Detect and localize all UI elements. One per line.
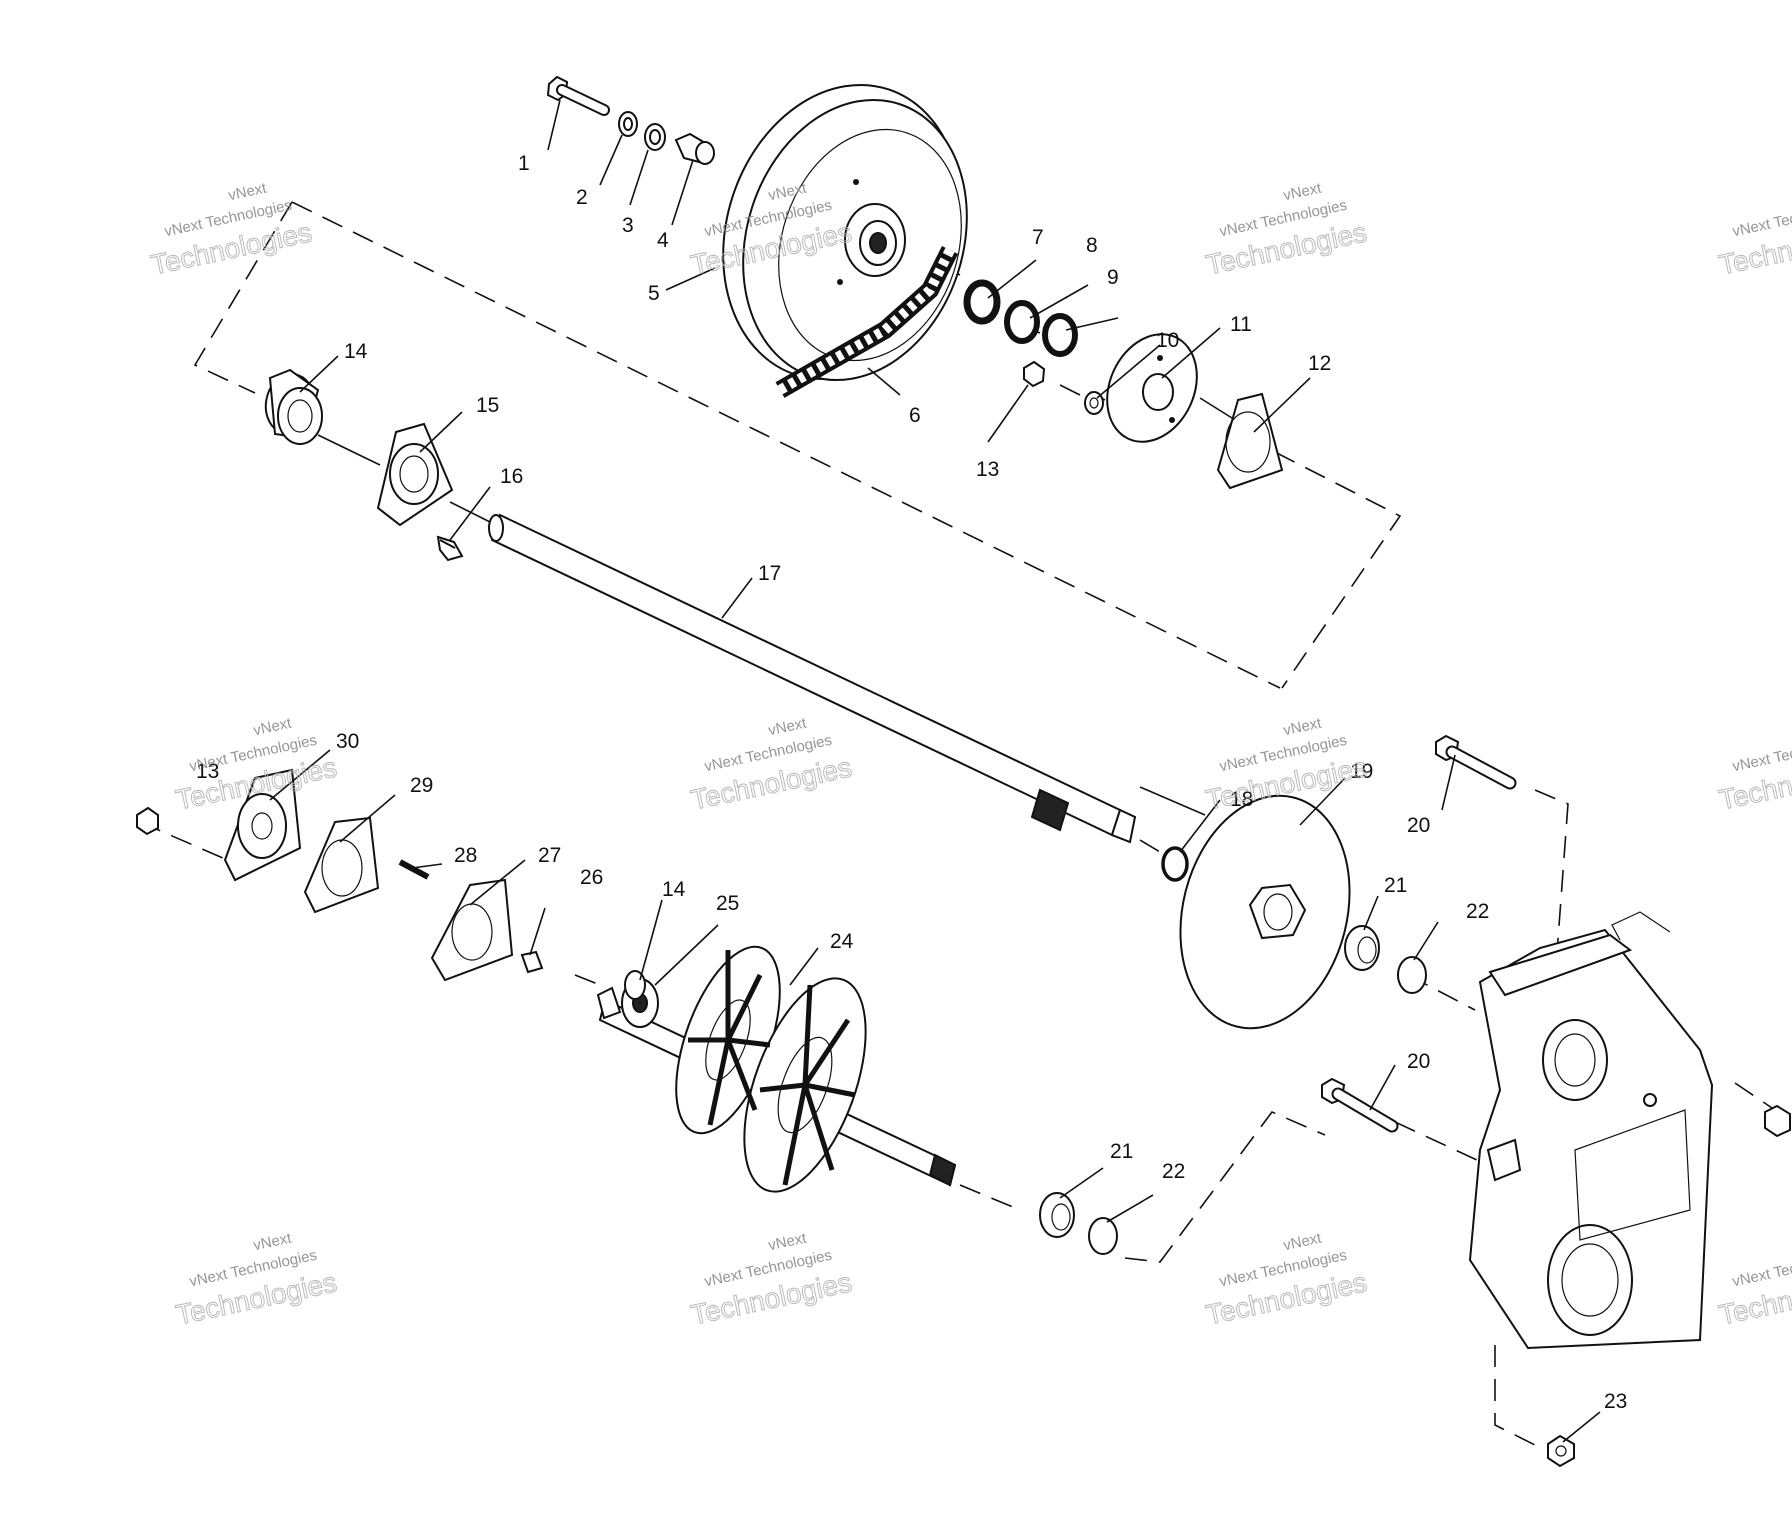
- callout-28: 28: [454, 844, 477, 867]
- part-bolt-16: [436, 535, 464, 562]
- part-plate-11: [1106, 333, 1198, 443]
- callout-10: 10: [1156, 329, 1179, 352]
- watermark-tile: vNext vNext Technologies Technologies: [688, 714, 855, 816]
- part-nut-23: [1547, 1434, 1575, 1468]
- part-ring-8: [1004, 300, 1040, 344]
- watermark-tile: vNext vNext Technologies Technologies: [1716, 1247, 1792, 1331]
- callout-22-upper: 22: [1466, 900, 1489, 923]
- callout-9: 9: [1107, 266, 1119, 289]
- svg-text:vNext: vNext: [252, 1229, 294, 1254]
- callout-4: 4: [657, 229, 669, 252]
- part-chain-6: [775, 245, 959, 398]
- callout-14-lower: 14: [662, 878, 686, 901]
- callout-14-upper: 14: [344, 340, 368, 363]
- callout-27: 27: [538, 844, 561, 867]
- part-bolt-1: [546, 75, 610, 116]
- callout-21-upper: 21: [1384, 874, 1407, 897]
- part-brake-disc-19: [1179, 794, 1351, 1030]
- part-bearing-21-lower: [1039, 1192, 1075, 1238]
- part-flange-30: [223, 768, 302, 882]
- part-shaft-17: [488, 513, 1137, 844]
- part-nut-13-lower: [136, 806, 159, 836]
- part-flange-15: [376, 422, 454, 527]
- watermark-tile: vNext vNext Technologies Technologies: [173, 1229, 340, 1331]
- watermark-tile: vNext vNext Technologies Technologies: [148, 179, 315, 281]
- callout-26: 26: [580, 866, 603, 889]
- part-bolt-20-upper: [1435, 734, 1517, 790]
- svg-text:vNext: vNext: [252, 714, 294, 739]
- svg-text:vNext: vNext: [767, 714, 809, 739]
- callout-17: 17: [758, 562, 781, 585]
- callout-1: 1: [518, 152, 530, 175]
- callout-2: 2: [576, 186, 588, 209]
- part-flange-29: [303, 816, 380, 914]
- part-pin-28: [398, 859, 430, 880]
- callout-21-lower: 21: [1110, 1140, 1133, 1163]
- part-seal-22-upper: [1397, 956, 1427, 994]
- part-nut-13-upper: [1023, 360, 1046, 388]
- callout-6: 6: [909, 404, 921, 427]
- svg-text:vNext: vNext: [1282, 714, 1324, 739]
- part-seal-22-lower: [1088, 1217, 1118, 1255]
- callout-29: 29: [410, 774, 433, 797]
- callout-5: 5: [648, 282, 660, 305]
- callout-11: 11: [1230, 313, 1252, 336]
- callout-labels: 1 2 3 4 5 6 7 8 9 10 11 12 13 14 15 16 1…: [196, 152, 1627, 1413]
- part-washer-2: [618, 111, 638, 137]
- svg-text:vNext Technologies: vNext Technologies: [1731, 732, 1792, 776]
- callout-25: 25: [716, 892, 739, 915]
- part-washer-3: [644, 123, 666, 151]
- callout-15: 15: [476, 394, 499, 417]
- callout-18: 18: [1230, 788, 1253, 811]
- svg-text:vNext: vNext: [1282, 179, 1324, 204]
- part-flange-27: [430, 878, 514, 982]
- part-nut-26: [520, 950, 544, 974]
- callout-24: 24: [830, 930, 854, 953]
- watermark-tile: vNext vNext Technologies Technologies: [1716, 197, 1792, 281]
- callout-20-upper: 20: [1407, 814, 1430, 837]
- svg-text:vNext Technologies: vNext Technologies: [1731, 1247, 1792, 1291]
- watermark-tile: vNext vNext Technologies Technologies: [1203, 179, 1370, 281]
- part-bearing-21-upper: [1344, 925, 1380, 971]
- part-ring-9: [1042, 313, 1078, 357]
- part-drive-shaft-24: [598, 945, 957, 1193]
- part-clip-18: [1161, 846, 1189, 882]
- callout-19: 19: [1350, 760, 1373, 783]
- leader-lines: [269, 99, 1601, 1443]
- part-bolt-20-lower: [1321, 1077, 1399, 1133]
- svg-text:vNext: vNext: [1282, 1229, 1324, 1254]
- svg-text:vNext Technologies: vNext Technologies: [1731, 197, 1792, 241]
- callout-12: 12: [1308, 352, 1331, 375]
- part-bearing-14-upper: [264, 368, 323, 445]
- part-nut-right-edge: [1764, 1104, 1791, 1138]
- callout-3: 3: [622, 214, 634, 237]
- watermark-tile: vNext vNext Technologies Technologies: [173, 714, 340, 816]
- callout-23: 23: [1604, 1390, 1627, 1413]
- watermark-tile: vNext vNext Technologies Technologies: [1716, 732, 1792, 816]
- watermark-tile: vNext vNext Technologies Technologies: [1203, 714, 1370, 816]
- part-flange-12: [1216, 392, 1284, 490]
- part-ring-7: [963, 279, 1001, 325]
- callout-20-lower: 20: [1407, 1050, 1430, 1073]
- watermark-tile: vNext vNext Technologies Technologies: [688, 1229, 855, 1331]
- part-spacer-4: [674, 132, 715, 165]
- svg-text:vNext: vNext: [227, 179, 269, 204]
- callout-13-upper: 13: [976, 458, 999, 481]
- callout-7: 7: [1032, 226, 1044, 249]
- callout-13-lower: 13: [196, 760, 219, 783]
- callout-30: 30: [336, 730, 359, 753]
- callout-22-lower: 22: [1162, 1160, 1185, 1183]
- svg-text:vNext: vNext: [767, 1229, 809, 1254]
- callout-16: 16: [500, 465, 523, 488]
- part-chaincase-housing: [1468, 911, 1714, 1350]
- watermark-tile: vNext vNext Technologies Technologies: [1203, 1229, 1370, 1331]
- callout-8: 8: [1086, 234, 1098, 257]
